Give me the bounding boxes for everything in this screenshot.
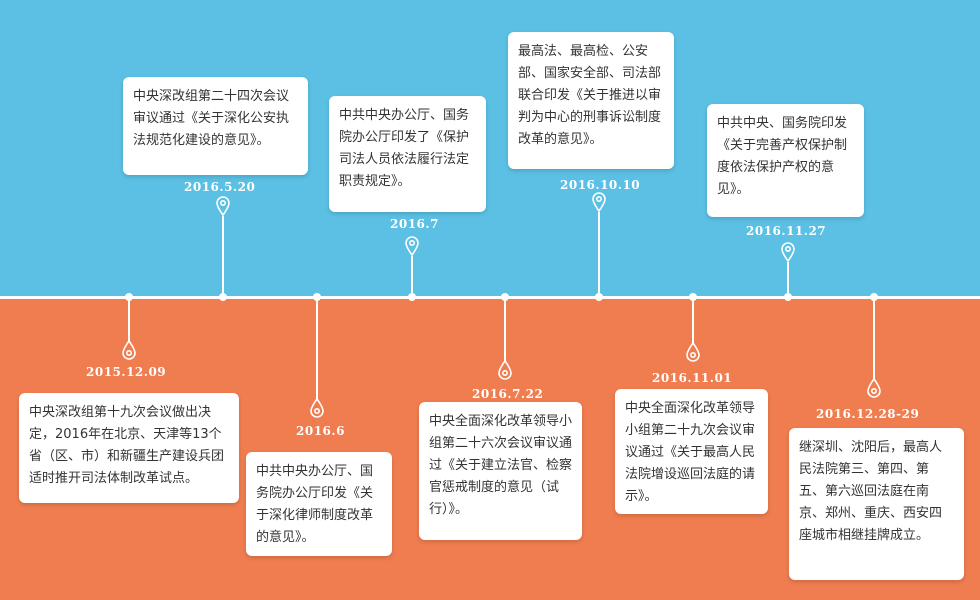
timeline-node xyxy=(501,293,509,301)
event-date: 2016.11.01 xyxy=(652,371,733,385)
event-date: 2015.12.09 xyxy=(86,365,167,379)
event-text: 中央深改组第二十四次会议审议通过《关于深化公安执法规范化建设的意见》。 xyxy=(133,89,290,148)
location-pin-icon xyxy=(498,360,512,380)
connector-line xyxy=(598,212,600,296)
event-text: 中共中央办公厅、国务院办公厅印发了《保护司法人员依法履行法定职责规定》。 xyxy=(339,108,470,189)
location-pin-icon xyxy=(686,342,700,362)
timeline-node xyxy=(408,293,416,301)
timeline-node xyxy=(219,293,227,301)
event-text: 中央全面深化改革领导小组第二十九次会议审议通过《关于最高人民法院增设巡回法庭的请… xyxy=(625,401,756,504)
event-text: 中央深改组第十九次会议做出决定，2016年在北京、天津等13个省（区、市）和新疆… xyxy=(29,405,225,486)
event-date: 2016.10.10 xyxy=(560,178,641,192)
event-text: 中共中央办公厅、国务院办公厅印发《关于深化律师制度改革的意见》。 xyxy=(256,464,374,545)
location-pin-icon xyxy=(592,192,606,212)
event-card: 中央深改组第二十四次会议审议通过《关于深化公安执法规范化建设的意见》。 xyxy=(123,77,308,175)
connector-line xyxy=(222,216,224,296)
location-pin-icon xyxy=(310,398,324,418)
event-card: 中央全面深化改革领导小组第二十六次会议审议通过《关于建立法官、检察官惩戒制度的意… xyxy=(419,402,582,540)
timeline-node xyxy=(870,293,878,301)
event-card: 最高法、最高检、公安部、国家安全部、司法部联合印发《关于推进以审判为中心的刑事诉… xyxy=(508,32,674,169)
timeline-axis xyxy=(0,296,980,299)
timeline-node xyxy=(689,293,697,301)
event-text: 中共中央、国务院印发《关于完善产权保护制度依法保护产权的意见》。 xyxy=(717,116,848,197)
connector-line xyxy=(411,256,413,296)
event-date: 2016.7 xyxy=(390,217,439,231)
event-text: 最高法、最高检、公安部、国家安全部、司法部联合印发《关于推进以审判为中心的刑事诉… xyxy=(518,44,662,147)
event-date: 2016.6 xyxy=(296,424,345,438)
connector-line xyxy=(692,298,694,344)
timeline-node xyxy=(313,293,321,301)
event-card: 中共中央办公厅、国务院办公厅印发了《保护司法人员依法履行法定职责规定》。 xyxy=(329,96,486,212)
location-pin-icon xyxy=(867,378,881,398)
timeline-node xyxy=(125,293,133,301)
event-card: 中央深改组第十九次会议做出决定，2016年在北京、天津等13个省（区、市）和新疆… xyxy=(19,393,239,503)
event-date: 2016.11.27 xyxy=(746,224,827,238)
location-pin-icon xyxy=(122,340,136,360)
location-pin-icon xyxy=(405,236,419,256)
event-date: 2016.12.28-29 xyxy=(816,407,920,421)
connector-line xyxy=(504,298,506,362)
timeline-node xyxy=(595,293,603,301)
event-card: 中共中央、国务院印发《关于完善产权保护制度依法保护产权的意见》。 xyxy=(707,104,864,217)
connector-line xyxy=(128,298,130,342)
event-date: 2016.5.20 xyxy=(184,180,256,194)
event-text: 继深圳、沈阳后，最高人民法院第三、第四、第五、第六巡回法庭在南京、郑州、重庆、西… xyxy=(799,440,943,543)
location-pin-icon xyxy=(781,242,795,262)
event-card: 中共中央办公厅、国务院办公厅印发《关于深化律师制度改革的意见》。 xyxy=(246,452,392,556)
event-card: 继深圳、沈阳后，最高人民法院第三、第四、第五、第六巡回法庭在南京、郑州、重庆、西… xyxy=(789,428,964,580)
location-pin-icon xyxy=(216,196,230,216)
timeline-node xyxy=(784,293,792,301)
event-date: 2016.7.22 xyxy=(472,387,544,401)
connector-line xyxy=(316,298,318,400)
event-card: 中央全面深化改革领导小组第二十九次会议审议通过《关于最高人民法院增设巡回法庭的请… xyxy=(615,389,768,514)
connector-line xyxy=(873,298,875,380)
event-text: 中央全面深化改革领导小组第二十六次会议审议通过《关于建立法官、检察官惩戒制度的意… xyxy=(429,414,573,517)
connector-line xyxy=(787,262,789,296)
